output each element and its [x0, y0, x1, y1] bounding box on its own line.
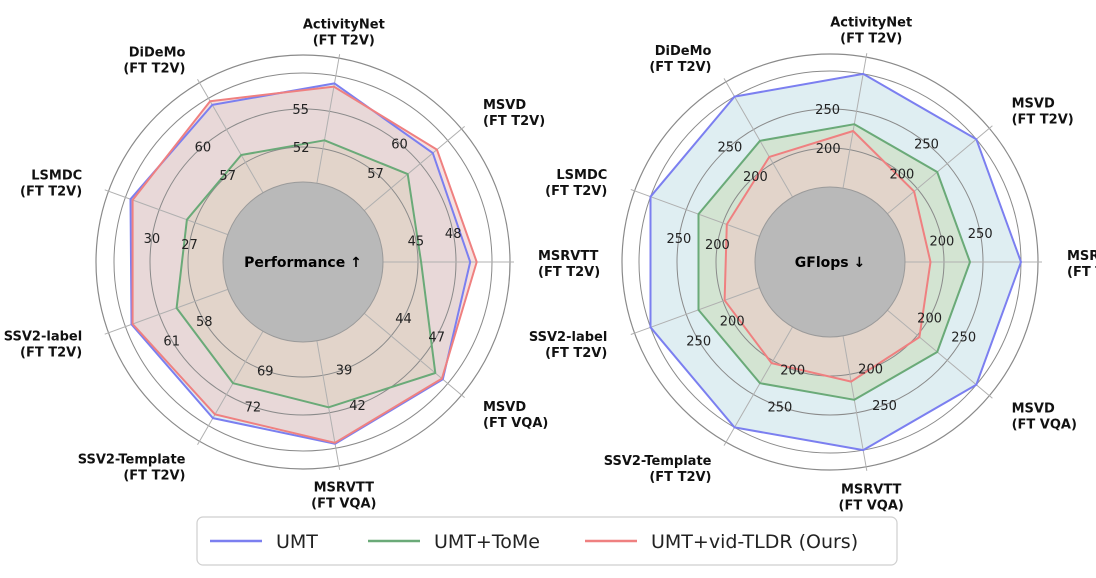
tick-label: 200 — [917, 312, 942, 327]
spoke — [197, 331, 264, 445]
axis-label: SSV2-label(FT T2V) — [529, 330, 607, 361]
tick-label: 200 — [743, 170, 768, 185]
spoke — [104, 288, 228, 335]
tick-label: 250 — [951, 330, 976, 345]
tick-label: 57 — [367, 167, 384, 182]
tick-label: 48 — [445, 227, 462, 242]
axis-label: MSRVTT(FT VQA) — [839, 482, 904, 513]
legend-frame — [196, 516, 898, 566]
tick-label: 250 — [872, 399, 897, 414]
spoke — [842, 335, 868, 471]
spoke — [316, 54, 341, 184]
tick-label: 250 — [666, 232, 691, 247]
axis-label: DiDeMo(FT T2V) — [649, 44, 711, 75]
axis-label: MSVD(FT T2V) — [483, 98, 545, 129]
legend-label-tldr: UMT+vid-TLDR (Ours) — [651, 531, 858, 553]
center-disc — [222, 181, 384, 343]
spoke — [630, 287, 760, 335]
tick-label: 200 — [858, 363, 883, 378]
legend: UMT UMT+ToMe UMT+vid-TLDR (Ours) — [196, 516, 898, 566]
tick-label: 55 — [292, 103, 309, 118]
center-label: GFlops ↓ — [795, 255, 865, 271]
spoke — [723, 78, 793, 198]
spoke — [316, 340, 341, 470]
tick-label: 200 — [720, 315, 745, 330]
axis-label: SSV2-Template(FT T2V) — [78, 453, 186, 484]
spoke — [887, 125, 993, 215]
tick-label: 72 — [245, 401, 262, 416]
center-label: Performance ↑ — [244, 255, 362, 271]
spoke — [363, 313, 465, 399]
legend-label-umt: UMT — [276, 531, 318, 553]
tick-label: 42 — [349, 399, 366, 414]
spoke — [104, 189, 228, 236]
spoke — [630, 189, 760, 237]
tick-label: 45 — [408, 234, 425, 249]
axis-label: ActivityNet(FT T2V) — [830, 16, 912, 47]
series-line-tldr — [723, 130, 932, 383]
tick-label: 61 — [163, 335, 180, 350]
tick-label: 200 — [780, 364, 805, 379]
spoke — [887, 309, 993, 399]
series-line-umt — [129, 82, 472, 445]
tick-label: 200 — [705, 238, 730, 253]
axis-label: MSRVTT(FT T2V) — [538, 249, 600, 280]
tick-label: 69 — [257, 365, 274, 380]
tick-label: 47 — [428, 330, 445, 345]
center-disc — [754, 186, 906, 338]
tick-label: 250 — [968, 227, 993, 242]
tick-label: 200 — [889, 168, 914, 183]
tick-label: 200 — [929, 235, 954, 250]
tick-label: 57 — [219, 169, 236, 184]
tick-label: 27 — [181, 238, 198, 253]
tick-label: 60 — [195, 140, 212, 155]
series-line-tome — [697, 123, 971, 401]
tick-label: 200 — [816, 142, 841, 157]
tick-label: 250 — [815, 103, 840, 118]
series-line-tldr — [131, 85, 478, 444]
tick-label: 30 — [144, 232, 161, 247]
tick-label: 44 — [395, 312, 412, 327]
tick-label: 52 — [293, 141, 310, 156]
tick-label: 250 — [686, 335, 711, 350]
axis-label: DiDeMo(FT T2V) — [123, 46, 185, 77]
spoke — [197, 79, 264, 193]
axis-label: ActivityNet(FT T2V) — [303, 18, 385, 49]
series-line-tome — [175, 139, 437, 409]
axis-label: MSRVTT(FT VQA) — [311, 480, 376, 511]
axis-label: SSV2-Template(FT T2V) — [604, 454, 712, 485]
axis-label: SSV2-label(FT T2V) — [4, 329, 82, 360]
spoke — [363, 125, 465, 211]
axis-label: LSMDC(FT T2V) — [545, 168, 607, 199]
spoke — [842, 53, 868, 189]
tick-label: 60 — [391, 137, 408, 152]
axis-label: MSRVTT(FT T2V) — [1067, 249, 1096, 280]
legend-label-tome: UMT+ToMe — [434, 531, 540, 553]
spoke — [723, 326, 793, 446]
tick-label: 250 — [717, 140, 742, 155]
axis-label: MSVD(FT T2V) — [1012, 97, 1074, 128]
axis-label: MSVD(FT VQA) — [1012, 401, 1077, 432]
tick-label: 58 — [196, 315, 213, 330]
axis-label: MSVD(FT VQA) — [483, 400, 548, 431]
radar-chart-performance: Performance ↑ 45 48 57 60 52 55 57 60 27 30 58 61 69 7… — [4, 18, 600, 512]
axis-label: LSMDC(FT T2V) — [20, 169, 82, 200]
series-line-umt — [649, 72, 1022, 452]
tick-label: 250 — [914, 137, 939, 152]
tick-label: 250 — [767, 401, 792, 416]
tick-label: 39 — [336, 363, 353, 378]
